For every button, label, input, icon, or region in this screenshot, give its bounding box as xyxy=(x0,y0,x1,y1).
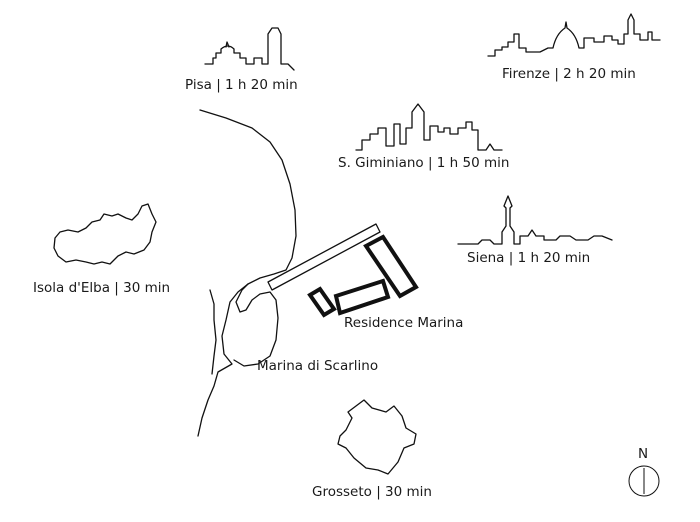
grosseto-label: Grosseto | 30 min xyxy=(312,484,432,500)
elba-island-icon xyxy=(53,203,157,265)
residence-buildings-icon xyxy=(307,234,419,318)
coastline xyxy=(197,109,297,437)
san-gimignano-label: S. Giminiano | 1 h 50 min xyxy=(338,155,509,171)
compass-north-label: N xyxy=(638,446,648,462)
siena-label: Siena | 1 h 20 min xyxy=(467,250,590,266)
san-gimignano-skyline-icon xyxy=(355,103,503,151)
grosseto-fortress-icon xyxy=(337,399,417,475)
scarlino-label: Marina di Scarlino xyxy=(257,358,378,374)
pisa-label: Pisa | 1 h 20 min xyxy=(185,77,298,93)
elba-label: Isola d'Elba | 30 min xyxy=(33,280,170,296)
harbour-pier xyxy=(267,223,381,291)
firenze-skyline-icon xyxy=(487,13,661,57)
compass-icon xyxy=(628,465,660,497)
firenze-label: Firenze | 2 h 20 min xyxy=(502,66,636,82)
pisa-skyline-icon xyxy=(204,27,295,71)
residence-label: Residence Marina xyxy=(344,315,463,331)
siena-skyline-icon xyxy=(457,195,613,245)
